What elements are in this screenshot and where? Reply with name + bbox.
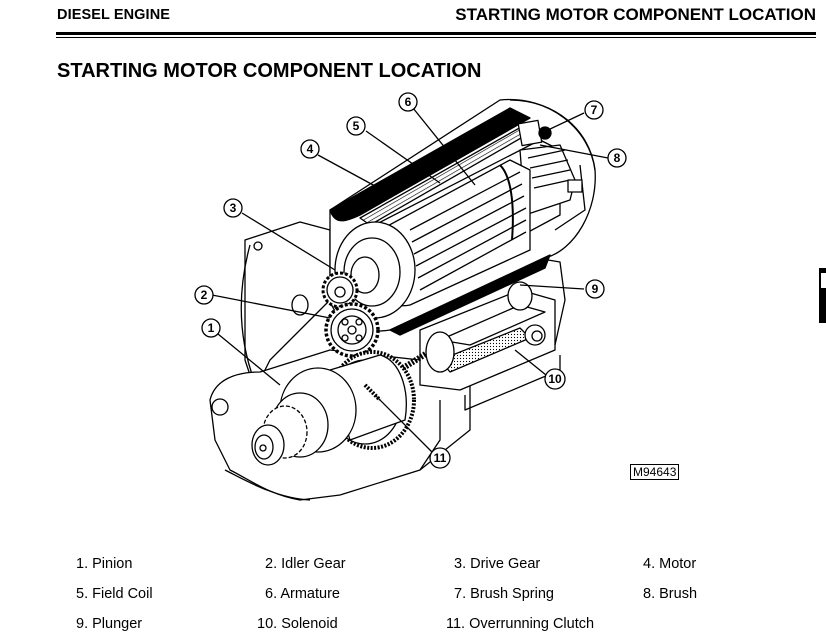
callout-8: 8	[607, 148, 627, 168]
section-tab-marker	[819, 268, 826, 323]
svg-text:8: 8	[614, 151, 621, 165]
legend-item-4: 4. Motor	[643, 556, 697, 572]
callout-4: 4	[300, 139, 320, 159]
legend-item-8: 8. Brush	[643, 586, 698, 602]
solenoid-body	[419, 259, 566, 411]
svg-text:7: 7	[591, 103, 598, 117]
legend-item-5: 5. Field Coil	[76, 586, 153, 602]
page-title: STARTING MOTOR COMPONENT LOCATION	[57, 60, 482, 82]
drive-gear	[321, 271, 359, 309]
svg-text:9: 9	[592, 282, 599, 296]
legend-item-10: 10. Solenoid	[257, 616, 338, 632]
svg-text:3: 3	[230, 201, 237, 215]
callout-3: 3	[223, 198, 243, 218]
legend-item-3: 3. Drive Gear	[454, 556, 541, 572]
callout-6: 6	[398, 92, 418, 112]
svg-text:11: 11	[434, 451, 447, 465]
svg-text:5: 5	[353, 119, 360, 133]
callout-2: 2	[194, 285, 214, 305]
legend-item-11: 11. Overrunning Clutch	[446, 616, 595, 632]
leader-lines	[211, 107, 609, 453]
plunger-spring	[398, 331, 455, 373]
callout-11: 11	[429, 447, 451, 469]
legend-item-7: 7. Brush Spring	[454, 586, 554, 602]
legend-item-9: 9. Plunger	[76, 616, 143, 632]
svg-text:6: 6	[405, 95, 412, 109]
pinion	[251, 367, 357, 466]
callout-1: 1	[201, 318, 221, 338]
svg-text:1: 1	[208, 321, 215, 335]
legend-item-1: 1. Pinion	[76, 556, 133, 572]
idler-gear	[324, 302, 380, 358]
svg-text:4: 4	[307, 142, 314, 156]
figure-id-label: M94643	[630, 464, 680, 480]
callout-10: 10	[544, 368, 566, 390]
topic-header: STARTING MOTOR COMPONENT LOCATION	[455, 5, 816, 24]
callout-5: 5	[346, 116, 366, 136]
header-rule	[56, 32, 816, 35]
header-rule-thin	[56, 37, 816, 38]
callout-7: 7	[584, 100, 604, 120]
svg-text:10: 10	[548, 372, 562, 386]
legend-item-6: 6. Armature	[265, 586, 340, 602]
callout-9: 9	[585, 279, 605, 299]
section-header: DIESEL ENGINE	[57, 7, 171, 23]
svg-text:2: 2	[201, 288, 208, 302]
brush-assembly	[517, 119, 583, 216]
gear-housing	[240, 221, 331, 396]
legend-item-2: 2. Idler Gear	[265, 556, 346, 572]
